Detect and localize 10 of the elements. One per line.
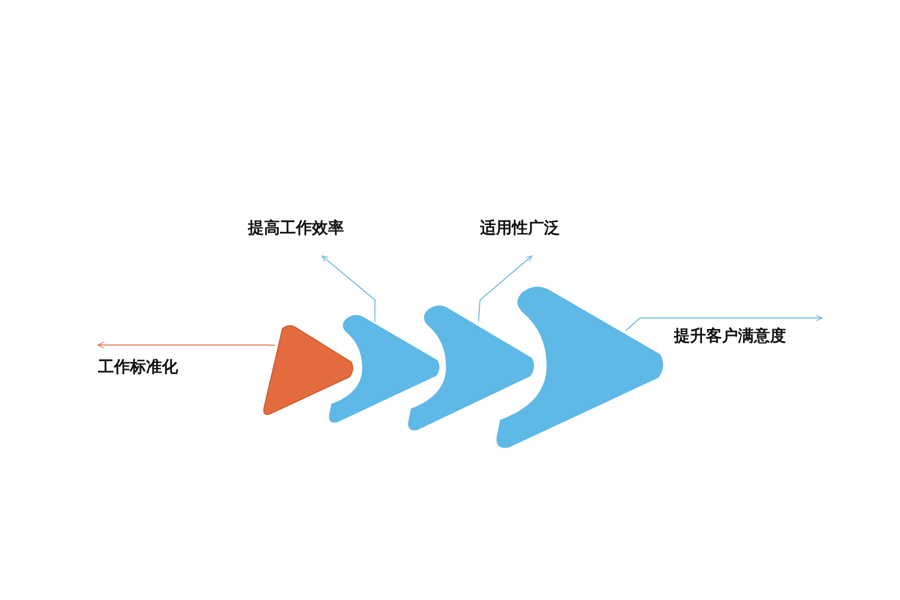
leader-line	[322, 256, 376, 323]
leader-line	[478, 256, 532, 322]
chevron-shape	[328, 312, 442, 424]
leader-line	[98, 342, 276, 348]
stage-label: 提升客户满意度	[674, 326, 786, 347]
stage-label: 提高工作效率	[248, 218, 344, 239]
stage-label: 适用性广泛	[480, 218, 560, 239]
stage-label: 工作标准化	[98, 357, 178, 378]
leader-line	[625, 314, 822, 332]
triangle-shape	[262, 323, 355, 416]
